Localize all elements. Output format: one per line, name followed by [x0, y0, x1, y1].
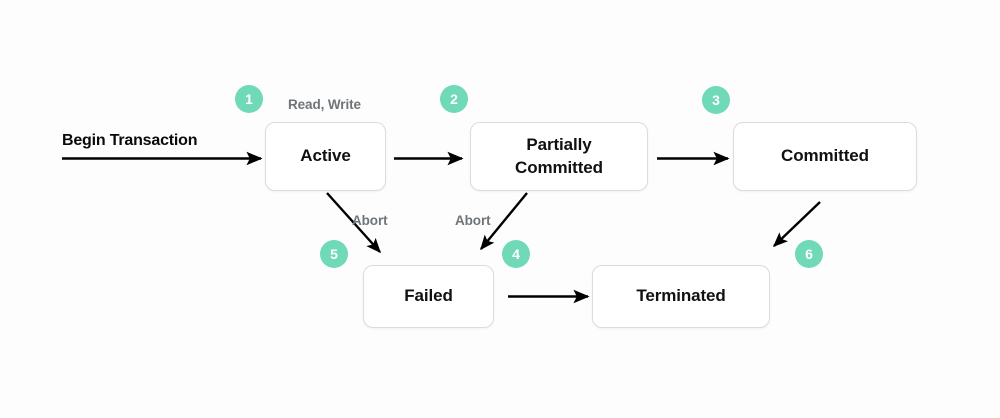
edge-label-read-write: Read, Write: [288, 97, 361, 112]
step-badge-1[interactable]: 1: [235, 85, 263, 113]
state-box-terminated[interactable]: Terminated: [592, 265, 770, 328]
step-badge-2[interactable]: 2: [440, 85, 468, 113]
state-label-line-2: Committed: [515, 157, 603, 177]
state-label-line-1: Partially: [526, 135, 592, 155]
state-box-active[interactable]: Active: [265, 122, 386, 191]
edge-active-to-failed: [326, 192, 381, 254]
step-badge-4[interactable]: 4: [502, 240, 530, 268]
state-label-partially-committed: Partially Committed: [515, 134, 603, 179]
edge-committed-to-terminated: [772, 201, 821, 247]
edge-partially-committed-to-failed: [480, 192, 528, 251]
step-badge-5[interactable]: 5: [320, 240, 348, 268]
step-badge-6[interactable]: 6: [795, 240, 823, 268]
edge-label-abort-from-active: Abort: [352, 213, 388, 228]
step-badge-3[interactable]: 3: [702, 86, 730, 114]
state-box-failed[interactable]: Failed: [363, 265, 494, 328]
begin-transaction-label: Begin Transaction: [62, 132, 198, 149]
state-box-committed[interactable]: Committed: [733, 122, 917, 191]
edge-label-abort-from-partially-committed: Abort: [455, 213, 491, 228]
state-box-partially-committed[interactable]: Partially Committed: [470, 122, 648, 191]
